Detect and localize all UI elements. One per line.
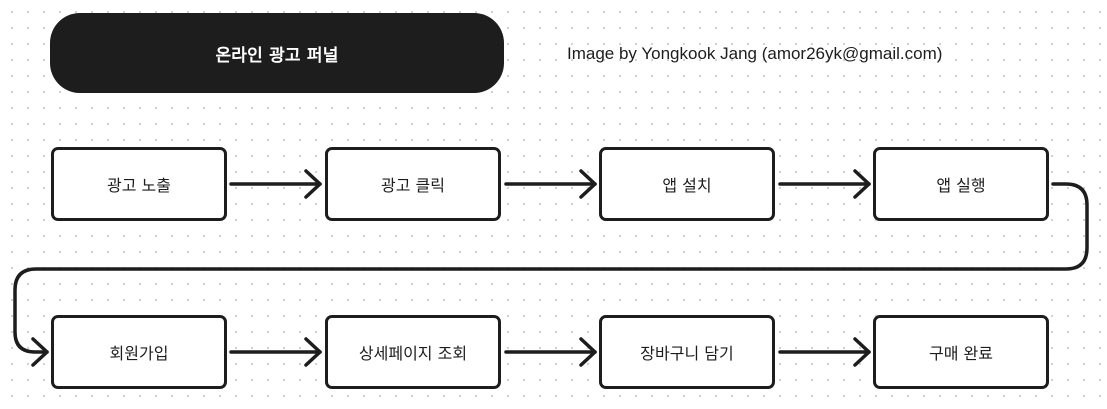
edge-6-7 — [504, 337, 597, 367]
edge-4-5 — [13, 182, 1089, 367]
edge-7-8 — [778, 337, 871, 367]
step-detail-page-view: 상세페이지 조회 — [325, 315, 501, 389]
step-label: 회원가입 — [109, 344, 169, 363]
edge-5-6 — [229, 337, 322, 367]
step-purchase-complete: 구매 완료 — [873, 315, 1049, 389]
diagram-title-box: 온라인 광고 퍼널 — [50, 13, 504, 93]
step-ad-impression: 광고 노출 — [51, 147, 227, 221]
step-ad-click: 광고 클릭 — [325, 147, 501, 221]
step-label: 구매 완료 — [929, 344, 993, 363]
step-label: 상세페이지 조회 — [358, 344, 468, 363]
edge-2-3 — [504, 169, 597, 199]
step-label: 앱 설치 — [662, 176, 712, 195]
step-add-to-cart: 장바구니 담기 — [599, 315, 775, 389]
step-app-install: 앱 설치 — [599, 147, 775, 221]
diagram-title: 온라인 광고 퍼널 — [215, 45, 339, 66]
edge-1-2 — [229, 169, 322, 199]
step-label: 장바구니 담기 — [640, 344, 734, 363]
edge-3-4 — [778, 169, 871, 199]
step-app-launch: 앱 실행 — [873, 147, 1049, 221]
step-label: 광고 클릭 — [381, 176, 445, 195]
step-label: 광고 노출 — [107, 176, 171, 195]
image-credit: Image by Yongkook Jang (amor26yk@gmail.c… — [567, 44, 943, 63]
step-label: 앱 실행 — [936, 176, 986, 195]
step-sign-up: 회원가입 — [51, 315, 227, 389]
